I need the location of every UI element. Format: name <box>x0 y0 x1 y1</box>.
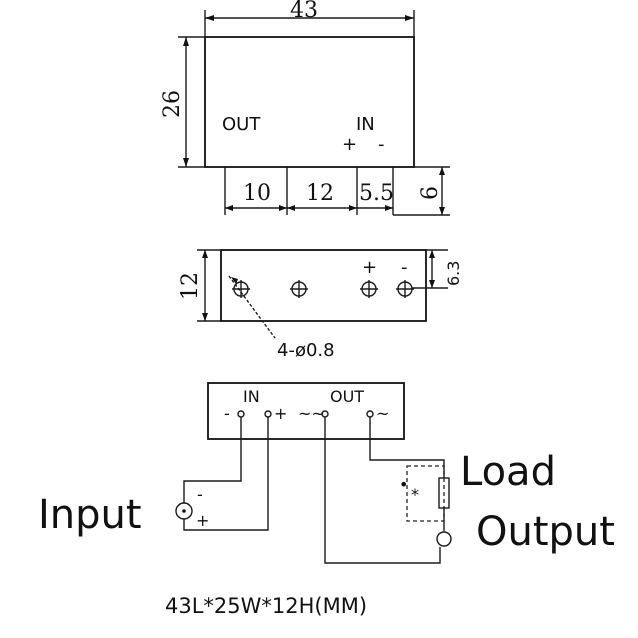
pin-hole-3 <box>360 280 378 298</box>
pin-offset-label: 6.3 <box>444 261 463 286</box>
width-dim-label: 43 <box>290 0 318 23</box>
top-minus-label: - <box>378 134 385 155</box>
spacing-arrow-3 <box>287 205 295 211</box>
top-view-body <box>204 36 415 168</box>
terminal-in-plus <box>264 410 272 418</box>
input-source-icon <box>175 502 193 520</box>
wire-in-plus <box>183 417 269 531</box>
height-arrow-bottom <box>183 158 189 167</box>
input-source-dot <box>182 509 186 513</box>
spacing-arrow-1 <box>225 205 233 211</box>
pin-hole-4 <box>396 280 414 298</box>
hole-size-label: 4-ø0.8 <box>277 340 335 361</box>
top-in-label: IN <box>356 114 375 135</box>
top-out-label: OUT <box>222 114 261 135</box>
wiring-in-label: IN <box>243 387 260 406</box>
terminal-out-2 <box>366 410 374 418</box>
wire-out-1 <box>324 417 441 564</box>
pin-offset-arrow-top <box>429 250 435 258</box>
side-height-label: 12 <box>178 272 203 300</box>
spacing-arrow-2 <box>279 205 287 211</box>
top-view: 43 26 OUT IN + - 10 12 5.5 6 <box>160 0 450 216</box>
width-arrow-left <box>205 15 214 21</box>
footer-dimensions: 43L*25W*12H(MM) <box>165 594 367 618</box>
side-height-arrow-top <box>202 250 208 258</box>
load-star: * <box>411 485 419 504</box>
wire-out-2 <box>369 417 445 478</box>
load-dashed-box <box>406 465 445 522</box>
terminal-in-minus <box>237 410 245 418</box>
input-label: Input <box>38 492 142 538</box>
spacing-2-label: 12 <box>306 181 334 206</box>
wiring-in-plus: + <box>274 404 287 423</box>
width-arrow-right <box>405 15 414 21</box>
hole-leader-arrow <box>231 277 238 284</box>
pin-offset-arrow-bottom <box>429 280 435 288</box>
wiring-diagram: IN OUT - + ~~ ~ - + • * Input Load Outpu… <box>38 382 615 564</box>
spacing-3-label: 5.5 <box>359 181 394 206</box>
wire-in-minus <box>183 417 242 503</box>
wiring-ac-left: ~~ <box>298 404 325 423</box>
output-terminal-icon <box>436 531 452 547</box>
spacing-arrow-5 <box>385 205 393 211</box>
output-label: Output <box>476 509 615 555</box>
spacing-1-label: 10 <box>243 181 271 206</box>
wiring-module-body <box>207 382 405 440</box>
offset-arrow-top <box>439 167 445 175</box>
offset-arrow-bottom <box>439 207 445 215</box>
side-view: 12 6.3 + - <box>178 249 463 361</box>
source-minus-label: - <box>197 485 203 504</box>
side-minus-label: - <box>401 257 408 278</box>
offset-dim-label: 6 <box>418 186 443 200</box>
spacing-arrow-4 <box>349 205 357 211</box>
hole-leader-line <box>228 275 276 339</box>
side-plus-label: + <box>362 257 377 278</box>
wiring-in-minus: - <box>224 404 230 423</box>
load-label: Load <box>460 449 556 495</box>
source-plus-label: + <box>196 511 209 530</box>
wiring-out-label: OUT <box>330 387 364 406</box>
load-dot: • <box>399 475 408 494</box>
wiring-ac-right: ~ <box>376 404 389 423</box>
height-arrow-top <box>183 37 189 46</box>
side-height-arrow-bottom <box>202 313 208 321</box>
pin-hole-2 <box>290 280 308 298</box>
pin-hole-1 <box>232 280 250 298</box>
top-plus-label: + <box>342 134 357 155</box>
side-view-body <box>220 249 427 322</box>
height-dim-label: 26 <box>160 90 185 118</box>
